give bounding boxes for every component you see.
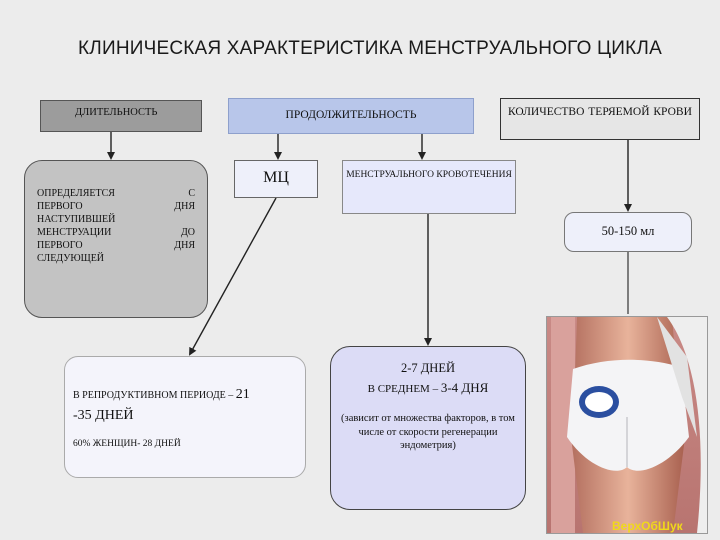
days-note: (зависит от множества факторов, в том чи…	[341, 413, 515, 451]
reproductive-note: 60% ЖЕНЩИН- 28 ДНЕЙ	[73, 439, 181, 449]
length-box: ПРОДОЛЖИТЕЛЬНОСТЬ	[228, 98, 474, 134]
reproductive-box: В РЕПРОДУКТИВНОМ ПЕРИОДЕ – 21 -35 ДНЕЙ 6…	[64, 356, 306, 478]
reproductive-range: В РЕПРОДУКТИВНОМ ПЕРИОДЕ – 21 -35 ДНЕЙ	[73, 387, 250, 423]
menstrual-bleeding-box: МЕНСТРУАЛЬНОГО КРОВОТЕЧЕНИЯ	[342, 160, 516, 214]
volume-box: 50-150 мл	[564, 212, 692, 252]
watermark-text: ВерхОбШук	[612, 519, 683, 533]
duration-box: ДЛИТЕЛЬНОСТЬ	[40, 100, 202, 132]
determined-row: НАСТУПИВШЕЙ	[37, 214, 116, 225]
days-average: В СРЕДНЕМ – 3-4 ДНЯ	[367, 380, 489, 395]
days-range: 2-7 ДНЕЙ	[400, 361, 455, 375]
mc-box: МЦ	[234, 160, 318, 198]
determined-row: СЛЕДУЮЩЕЙ	[37, 253, 105, 264]
days-box: 2-7 ДНЕЙ В СРЕДНЕМ – 3-4 ДНЯ (зависит от…	[330, 346, 526, 510]
blood-loss-box: КОЛИЧЕСТВО ТЕРЯЕМОЙ КРОВИ	[500, 98, 700, 140]
arrow-mc-to-reproductive	[189, 197, 277, 356]
page-title: КЛИНИЧЕСКАЯ ХАРАКТЕРИСТИКА МЕНСТРУАЛЬНОГ…	[78, 38, 662, 59]
product-photo	[546, 316, 708, 534]
